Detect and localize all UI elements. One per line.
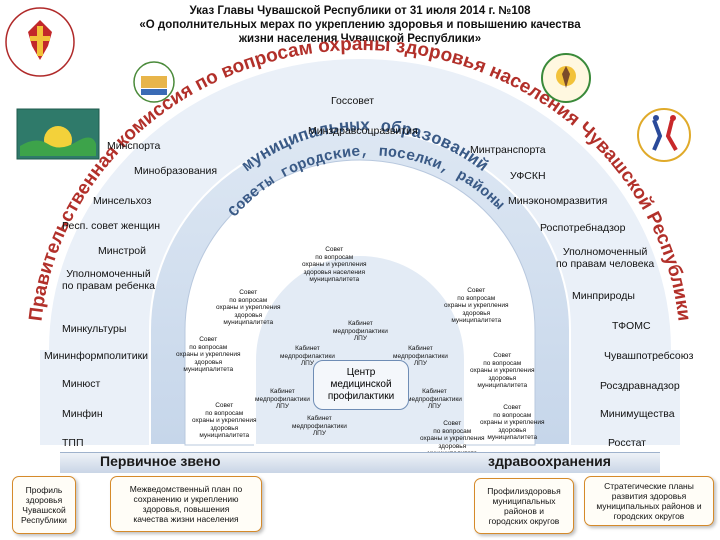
right-org-label-1: УФСКН (510, 170, 546, 182)
right-org-label-5: Минприроды (572, 290, 635, 302)
right-org-label-2: Минэкономразвития (508, 195, 608, 207)
healthy-nutrition-badge (132, 60, 176, 104)
right-org-label-3: Роспотребнадзор (540, 222, 626, 234)
box-strategic-plans-label: Стратегические планы развития здоровья м… (596, 481, 702, 521)
healthy-cities-sign (16, 108, 100, 160)
left-org-label-8: Минюст (62, 378, 101, 390)
right-org-label-0: Минтранспорта (470, 144, 546, 156)
primary-care-bar (60, 452, 660, 473)
label-gossovet: Госсовет (331, 95, 375, 107)
council-label-0: Совет по вопросам охраны и укрепления зд… (302, 246, 367, 283)
council-label-10: Совет по вопросам охраны и укрепления зд… (192, 402, 257, 439)
title-line-1: Указ Главы Чувашской Республики от 31 ию… (189, 5, 531, 17)
box-republic-profile-label: Профиль здоровья Чувашской Республики (21, 485, 67, 525)
box-republic-profile: Профиль здоровья Чувашской Республики (12, 476, 76, 534)
right-org-label-6: ТФОМС (612, 320, 651, 332)
title-line-2: «О дополнительных мерах по укреплению зд… (139, 19, 581, 31)
prevention-center-label: Центр медицинской профилактики (327, 367, 395, 402)
box-interdepartmental-plan-label: Межведомственный план по сохранению и ук… (129, 484, 243, 524)
left-org-label-7: Mининформполитики (44, 350, 149, 362)
sport-emblem-badge (636, 106, 692, 164)
label-minzdravsoc: Минздравсоцразвития (308, 125, 418, 137)
council-label-3: Кабинет медпрофилактики ЛПУ (333, 320, 388, 342)
left-org-label-3: Респ. совет женщин (62, 220, 161, 232)
right-org-label-9: Минимущества (600, 408, 675, 420)
left-org-label-4: Минстрой (98, 245, 147, 257)
left-org-label-5: Уполномоченный по правам ребенка (62, 268, 156, 292)
left-org-label-10: ТПП (62, 437, 84, 449)
council-label-2: Совет по вопросам охраны и укрепления зд… (216, 289, 281, 326)
council-label-4: Кабинет медпрофилактики ЛПУ (280, 345, 335, 367)
box-interdepartmental-plan: Межведомственный план по сохранению и ук… (110, 476, 262, 532)
left-org-label-6: Минкультуры (62, 323, 127, 335)
outer-band-text-track (31, 41, 689, 351)
right-org-label-8: Росздравнадзор (600, 380, 680, 392)
prevention-center: Центр медицинской профилактики (313, 360, 409, 410)
left-org-label-0: Минспорта (107, 140, 161, 152)
council-label-1: Совет по вопросам охраны и укрепления зд… (444, 287, 509, 324)
right-org-label-4: Уполномоченный по правам человека (556, 246, 655, 270)
box-strategic-plans: Стратегические планы развития здоровья м… (584, 476, 714, 526)
right-org-label-7: Чувашпотребсоюз (604, 350, 694, 362)
council-label-8: Кабинет медпрофилактики ЛПУ (407, 388, 462, 410)
slide-title: Указ Главы Чувашской Республики от 31 ию… (100, 4, 620, 46)
council-label-5: Кабинет медпрофилактики ЛПУ (393, 345, 448, 367)
title-line-3: жизни населения Чувашской Республики» (238, 33, 482, 45)
box-municipal-profiles: Профилиздоровья муниципальных районов и … (474, 478, 574, 534)
primary-care-right: здравоохранения (488, 453, 611, 469)
health-emblem-badge (540, 52, 592, 104)
primary-care-left: Первичное звено (100, 453, 221, 469)
council-label-7: Кабинет медпрофилактики ЛПУ (255, 388, 310, 410)
left-org-label-9: Минфин (62, 408, 103, 420)
council-label-12: Кабинет медпрофилактики ЛПУ (292, 415, 347, 437)
council-label-11: Совет по вопросам охраны и укрепления зд… (480, 404, 545, 441)
left-org-label-1: Минобразования (134, 165, 218, 177)
box-municipal-profiles-label: Профилиздоровья муниципальных районов и … (487, 486, 561, 526)
left-org-label-2: Минсельхоз (93, 195, 152, 207)
council-label-6: Совет по вопросам охраны и укрепления зд… (176, 336, 241, 373)
republic-emblem-logo (4, 6, 76, 78)
right-org-label-10: Росстат (608, 437, 646, 449)
inner-ring (254, 254, 466, 446)
council-label-9: Совет по вопросам охраны и укрепления зд… (470, 352, 535, 389)
